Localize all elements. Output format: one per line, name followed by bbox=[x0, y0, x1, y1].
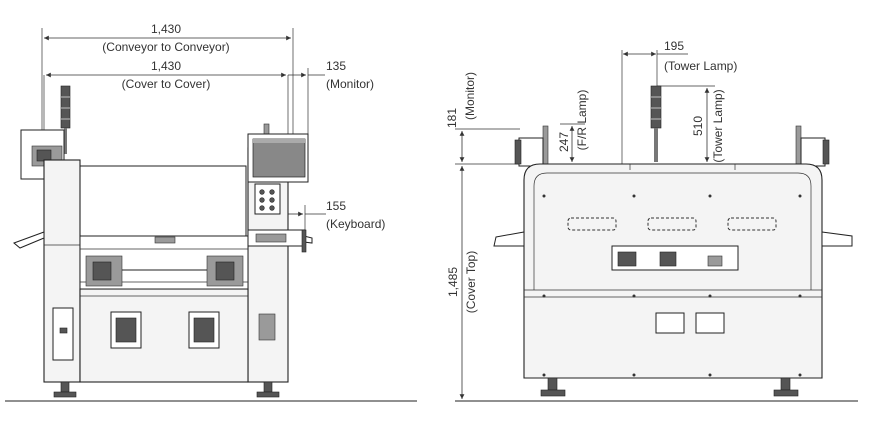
front-view: 1,430 (Conveyor to Conveyor) 1,430 (Cove… bbox=[5, 22, 417, 402]
dim-monitor-height-value: 181 bbox=[445, 108, 459, 128]
dim-fr-lamp-label: (F/R Lamp) bbox=[575, 90, 589, 151]
dim-fr-lamp-value: 247 bbox=[557, 132, 571, 152]
front-keypad bbox=[254, 183, 281, 215]
side-view: 195 (Tower Lamp) 181 (Monitor) 1,485 (Co… bbox=[445, 39, 858, 402]
dim-cover-value: 1,430 bbox=[151, 59, 181, 73]
dim-monitor-height-label: (Monitor) bbox=[463, 72, 477, 120]
side-tower-lamp bbox=[650, 85, 662, 162]
dim-monitor-value: 135 bbox=[326, 59, 346, 73]
dim-tower-lamp-height: 510 (Tower Lamp) bbox=[657, 85, 725, 163]
dim-cover-label: (Cover to Cover) bbox=[122, 77, 211, 91]
dim-monitor-label: (Monitor) bbox=[326, 77, 374, 91]
dim-cover-top-value: 1,485 bbox=[446, 267, 460, 297]
dim-monitor: 135 (Monitor) bbox=[288, 59, 374, 140]
dim-fr-lamp: 247 (F/R Lamp) bbox=[557, 90, 589, 162]
dim-keyboard-label: (Keyboard) bbox=[326, 217, 385, 231]
dim-monitor-height: 181 (Monitor) bbox=[445, 72, 520, 162]
dim-conveyor: 1,430 (Conveyor to Conveyor) bbox=[41, 22, 294, 150]
front-monitor bbox=[247, 123, 309, 183]
dim-cover-top-label: (Cover Top) bbox=[464, 251, 478, 313]
dim-cover: 1,430 (Cover to Cover) bbox=[43, 59, 289, 150]
side-main-body bbox=[493, 163, 853, 397]
front-tower-lamp bbox=[60, 85, 71, 154]
dim-tower-lamp-height-label: (Tower Lamp) bbox=[711, 89, 725, 162]
dim-cover-top: 1,485 (Cover Top) bbox=[446, 163, 590, 399]
dim-keyboard-value: 155 bbox=[326, 199, 346, 213]
dim-tower-lamp-height-value: 510 bbox=[691, 116, 705, 136]
front-keyboard-tray bbox=[247, 229, 307, 253]
dim-conveyor-value: 1,430 bbox=[151, 22, 181, 36]
dim-tower-lamp-width-label: (Tower Lamp) bbox=[664, 59, 737, 73]
dim-conveyor-label: (Conveyor to Conveyor) bbox=[102, 40, 229, 54]
side-fr-lamps bbox=[514, 125, 830, 167]
dim-tower-lamp-width-value: 195 bbox=[664, 39, 684, 53]
